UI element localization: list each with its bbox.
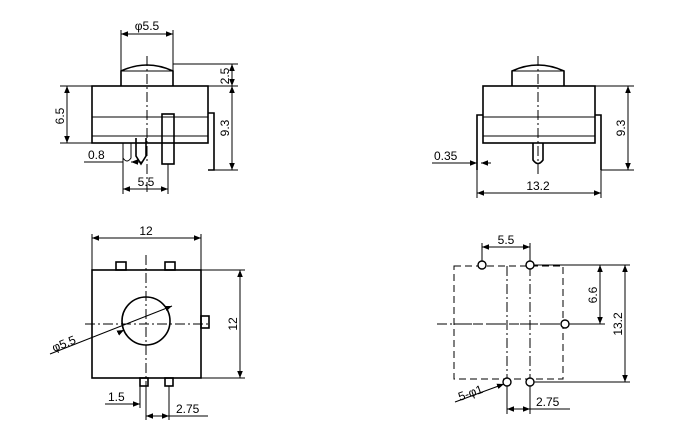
top-height: 12 [226,317,240,331]
pcb-pitch-right: 6.6 [586,286,600,303]
front-body-height: 6.5 [53,107,67,124]
hole-4 [502,377,512,387]
pcb-offset: 2.75 [536,395,560,409]
front-button-height: 2.5 [218,67,232,84]
side-total-height: 9.3 [614,119,628,136]
top-offset-b: 2.75 [176,402,200,416]
front-button-dia: φ5.5 [135,19,160,33]
front-view: φ5.5 2.5 9.3 6.5 0.8 5.5 [53,19,238,194]
top-view: 12 12 φ5.5 1.5 2.75 [49,224,245,420]
front-total-height: 9.3 [218,119,232,136]
hole-3 [560,319,570,329]
pcb-pitch-top: 5.5 [498,233,515,247]
side-view: 9.3 0.35 13.2 [432,56,634,198]
top-offset-a: 1.5 [108,390,125,404]
top-button-dia: φ5.5 [50,333,78,355]
side-body-width: 13.2 [526,179,550,193]
front-pin-pitch: 5.5 [138,175,155,189]
hole-1 [477,260,487,270]
front-pin-width: 0.8 [88,148,105,162]
pcb-layout: 5.5 6.6 13.2 5-φ1 2.75 [437,233,630,414]
side-lead-thickness: 0.35 [434,149,458,163]
pcb-holes: 5-φ1 [456,382,485,404]
top-width: 12 [139,224,153,238]
hole-5 [525,377,535,387]
hole-2 [525,260,535,270]
pcb-height: 13.2 [611,312,625,336]
